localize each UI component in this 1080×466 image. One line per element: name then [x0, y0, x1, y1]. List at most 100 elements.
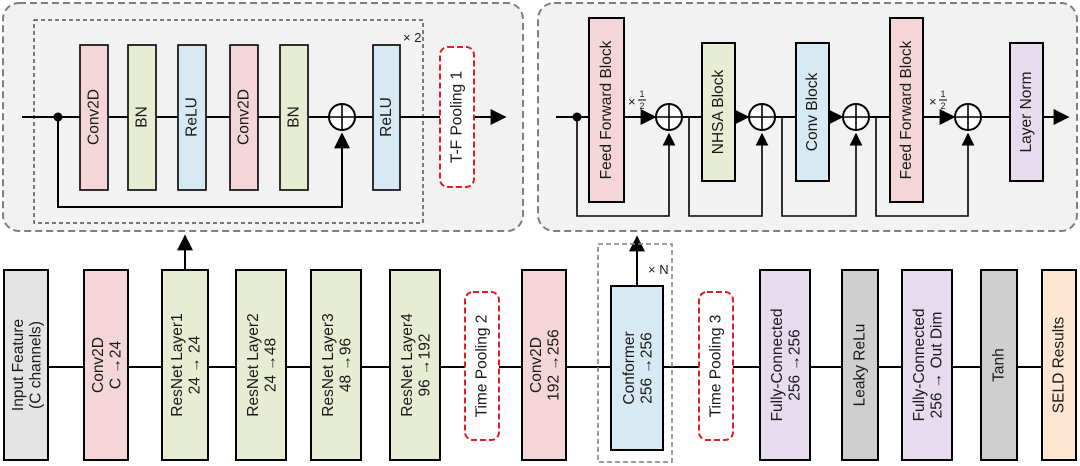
block-label: Conv Block [804, 73, 821, 152]
block-frame [83, 269, 129, 461]
residual-path-1 [576, 117, 676, 217]
layer-norm-block: Layer Norm [1009, 42, 1044, 182]
block-frame [1041, 269, 1077, 461]
feed-forward-block-2: Feed Forward Block [889, 17, 924, 203]
nhsa-block: NHSA Block [701, 42, 736, 182]
pipeline-block-seld-results: SELD Results [1041, 269, 1077, 461]
label-line1: Fully-Connected [769, 309, 786, 422]
label-line1: Fully-Connected [911, 309, 928, 422]
block-frame [759, 269, 811, 461]
pipeline-block-time-pooling-3: Time Pooling 3 [698, 291, 734, 441]
block-frame [161, 269, 209, 461]
scale-mult: × [929, 94, 937, 109]
block-label: Feed Forward Block [598, 40, 615, 179]
resnet-block-bn-1: BN [127, 44, 157, 191]
pipeline-block-label: ResNet Layer224 →48 [245, 313, 280, 416]
pipeline-block-label: Fully-Connected256 → Out Dim [911, 309, 946, 422]
resnet-block-conv2d-1: Conv2D [79, 44, 109, 191]
conv-block: Conv Block [795, 42, 830, 182]
scale-denominator: 2 [940, 101, 945, 111]
pipeline-block-label: Time Pooling 3 [708, 315, 725, 418]
pipeline-block-label: ResNet Layer348 →96 [320, 313, 355, 416]
pipeline-block-fully-connected-1: Fully-Connected256 →256 [759, 269, 811, 461]
half-scale-label-1: × 1 2 [628, 89, 646, 111]
label-line2: 192 →256 [546, 329, 563, 401]
label-line1: ResNet Layer4 [399, 313, 416, 417]
scale-mult: × [628, 94, 636, 109]
pipeline-block-label: Tanh [991, 348, 1008, 382]
resnet-block-conv2d-2: Conv2D [229, 44, 259, 191]
conformer-detail-panel: Feed Forward Block NHSA Block Conv Block… [537, 2, 1078, 232]
block-label: Conv2D [236, 89, 253, 145]
resnet-repeat-label: × 2 [403, 30, 421, 45]
scale-numerator: 1 [940, 89, 945, 99]
pipeline-block-conv2d-proj: Conv2D192 →256 [521, 269, 567, 461]
resnet-detail-panel: Conv2D BN ReLU Conv2D BN ReLU × 2 T-F Po… [2, 2, 524, 232]
pipeline-block-fully-connected-2: Fully-Connected256 → Out Dim [901, 269, 953, 461]
block-frame [521, 269, 567, 461]
pipeline-block-leaky-relu: Leaky ReLu [841, 269, 879, 461]
block-frame [389, 269, 441, 461]
resnet-repeat-frame [33, 19, 424, 224]
pipeline-block-label: ResNet Layer124 → 24 [169, 313, 204, 416]
skip-connection [57, 117, 350, 208]
label-line1: Conv2D [528, 337, 545, 393]
block-frame [464, 291, 500, 441]
pipeline-block-label: SELD Results [1051, 317, 1068, 414]
adder-icon [655, 103, 683, 131]
conformer-repeat-label: × N [648, 262, 669, 277]
block-frame [310, 269, 362, 461]
label-line2: 24 → 24 [187, 335, 204, 394]
pipeline: × N Input Feature(C channels)Conv2DC →24… [3, 243, 1077, 463]
block-label: Feed Forward Block [898, 40, 915, 179]
half-scale-label-2: × 1 2 [929, 89, 947, 111]
scale-denominator: 2 [639, 101, 644, 111]
pipeline-block-label: Conv2DC →24 [90, 337, 125, 393]
label-line2: 256 →256 [639, 332, 656, 404]
block-frame [698, 291, 734, 441]
block-label: BN [134, 106, 151, 128]
pipeline-block-label: Time Pooling 2 [474, 315, 491, 418]
label-line1: Conformer [621, 331, 638, 404]
resnet-block-relu-1: ReLU [177, 44, 207, 191]
pipeline-block-time-pooling-2: Time Pooling 2 [464, 291, 500, 441]
pipeline-block-label: Input Feature(C channels) [10, 319, 45, 411]
label-line1: ResNet Layer2 [245, 313, 262, 416]
resnet-block-bn-2: BN [279, 44, 309, 191]
pipeline-block-resnet-layer1: ResNet Layer124 → 24 [161, 269, 209, 461]
scale-numerator: 1 [639, 89, 644, 99]
block-label: Layer Norm [1018, 72, 1035, 153]
adder-icon [328, 103, 356, 131]
block-label: ReLU [184, 97, 201, 137]
label-line2: 256 → Out Dim [929, 312, 946, 419]
block-frame [235, 269, 287, 461]
pipeline-block-resnet-layer2: ResNet Layer224 →48 [235, 269, 287, 461]
conformer-repeat-frame [597, 243, 673, 463]
label-line1: ResNet Layer1 [169, 313, 186, 416]
label-line2: C →24 [108, 341, 125, 390]
pipeline-block-label: Fully-Connected256 →256 [769, 309, 804, 422]
tf-pooling-1-block: T-F Pooling 1 [439, 46, 475, 188]
residual-path-4 [875, 117, 975, 217]
pipeline-block-label: ResNet Layer496 →192 [399, 313, 434, 417]
residual-path-3 [781, 117, 863, 217]
label-line1: Conv2D [90, 337, 107, 393]
block-frame [3, 269, 49, 461]
resnet-block-relu-2: ReLU [372, 44, 401, 191]
block-label: ReLU [378, 97, 395, 137]
pipeline-block-resnet-layer4: ResNet Layer496 →192 [389, 269, 441, 461]
pipeline-block-label: Conformer256 →256 [621, 331, 656, 404]
pipeline-block-conformer: Conformer256 →256 [610, 285, 664, 451]
block-frame [980, 269, 1018, 461]
block-label: BN [286, 106, 303, 128]
adder-icon [954, 103, 982, 131]
pipeline-block-label: Conv2D192 →256 [528, 329, 563, 401]
label-line1: ResNet Layer3 [320, 313, 337, 416]
label-line1: Input Feature [10, 319, 27, 411]
block-label: Conv2D [86, 89, 103, 145]
block-label: NHSA Block [710, 70, 727, 155]
adder-icon [842, 103, 870, 131]
residual-path-2 [688, 117, 769, 217]
